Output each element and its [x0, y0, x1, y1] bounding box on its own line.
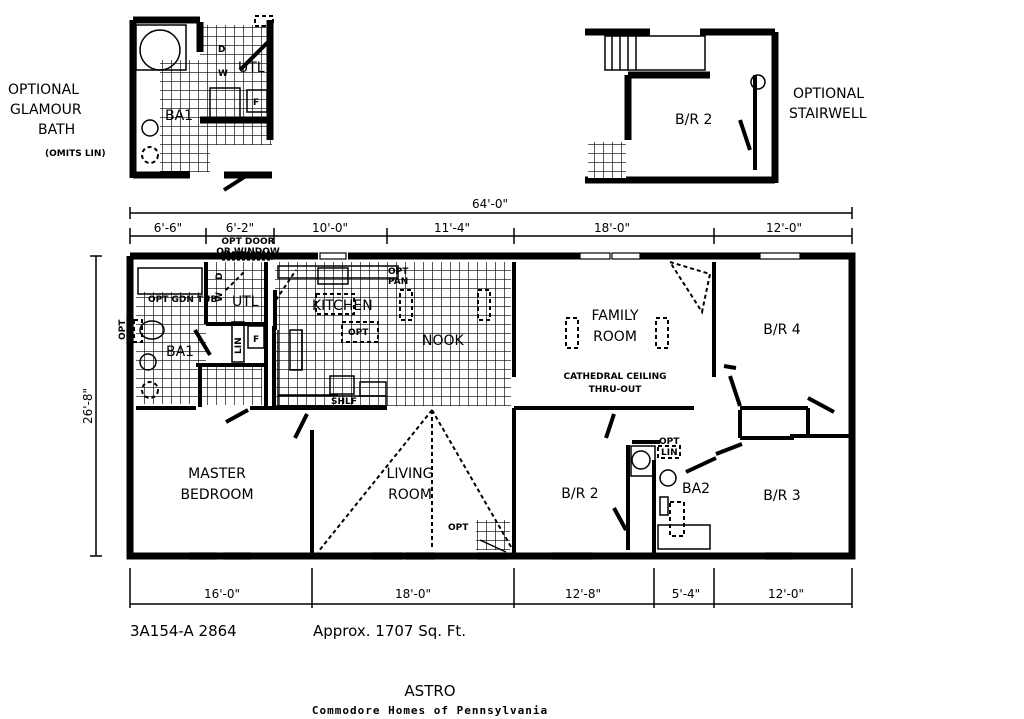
opt-door-note-2: OR WINDOW [216, 247, 280, 257]
optional-glamour-bath-inset: OPTIONAL GLAMOUR BATH (OMITS LIN) W D UT… [8, 15, 274, 192]
bottom-dim-2: 18'-0" [395, 587, 431, 601]
ba1-label: BA1 [166, 344, 194, 360]
inset-br2: B/R 2 [675, 112, 712, 128]
inset-title-1: OPTIONAL [8, 82, 79, 98]
company-name: Commodore Homes of Pennsylvania [312, 704, 548, 717]
linen-note: LIN [234, 337, 244, 354]
opt-fireplace-note: OPT [448, 523, 469, 533]
inset-note: (OMITS LIN) [45, 149, 106, 159]
opt-door-note-1: OPT DOOR [221, 237, 274, 247]
inset-washer: W [218, 69, 228, 79]
cathedral-ceiling-note-1: CATHEDRAL CEILING [563, 372, 666, 382]
furnace-note: F [253, 335, 259, 345]
dimension-lines: 64'-0" 6'-6" 6'-2" 10'-0" 11'-4" 18'-0" … [81, 197, 853, 608]
model-code: 3A154-A 2864 [130, 622, 237, 640]
inset-utl: UTL [238, 60, 265, 76]
top-dim-1: 6'-6" [154, 221, 182, 235]
inset-title-2: GLAMOUR [10, 102, 82, 118]
cathedral-ceiling-note-2: THRU-OUT [589, 385, 643, 395]
bottom-dim-3: 12'-8" [565, 587, 601, 601]
optional-stairwell-inset: B/R 2 OPTIONAL STAIRWELL [585, 28, 867, 184]
opt-side-note: OPT [118, 319, 128, 340]
opt-lin-note-2: LIN [661, 448, 678, 458]
dryer-note: D [215, 273, 225, 280]
br3-label: B/R 3 [763, 488, 800, 504]
family-room-label-1: FAMILY [591, 308, 638, 324]
approx-area: Approx. 1707 Sq. Ft. [313, 622, 466, 640]
top-dim-2: 6'-2" [226, 221, 254, 235]
inset-title-3: BATH [38, 122, 75, 138]
overall-depth: 26'-8" [81, 388, 95, 424]
opt-island-note: OPT [348, 328, 369, 338]
inset-f: F [253, 98, 259, 108]
living-room-label-2: ROOM [388, 487, 432, 503]
opt-lin-note-1: OPT [659, 437, 680, 447]
master-bedroom-label-1: MASTER [188, 466, 246, 482]
ba2-label: BA2 [682, 481, 710, 497]
top-dim-4: 11'-4" [434, 221, 470, 235]
master-bedroom-label-2: BEDROOM [180, 487, 253, 503]
bottom-dim-1: 16'-0" [204, 587, 240, 601]
living-room-label-1: LIVING [387, 466, 434, 482]
utl-label: UTL [232, 294, 259, 310]
bottom-dim-5: 12'-0" [768, 587, 804, 601]
inset-ba1: BA1 [165, 108, 193, 124]
bottom-dim-4: 5'-4" [672, 587, 700, 601]
inset-stair-title-2: STAIRWELL [789, 106, 867, 122]
shelf-note: SHLF [331, 397, 357, 407]
top-dim-5: 18'-0" [594, 221, 630, 235]
washer-note: W [215, 292, 225, 302]
overall-width: 64'-0" [472, 197, 508, 211]
model-name: ASTRO [404, 682, 455, 700]
opt-pan-note-1: OPT [388, 267, 409, 277]
br4-label: B/R 4 [763, 322, 800, 338]
top-dim-3: 10'-0" [312, 221, 348, 235]
family-room-label-2: ROOM [593, 329, 637, 345]
main-floor: KITCHEN NOOK UTL BA1 FAMILY ROOM CATHEDR… [118, 237, 856, 560]
opt-pan-note-2: PAN [388, 277, 408, 287]
br2-label: B/R 2 [561, 486, 598, 502]
inset-dryer: D [218, 45, 225, 55]
inset-stair-title-1: OPTIONAL [793, 86, 864, 102]
nook-label: NOOK [422, 333, 465, 349]
top-dim-6: 12'-0" [766, 221, 802, 235]
kitchen-label: KITCHEN [312, 298, 373, 314]
opt-garden-tub-note: OPT GDN TUB [148, 295, 217, 305]
